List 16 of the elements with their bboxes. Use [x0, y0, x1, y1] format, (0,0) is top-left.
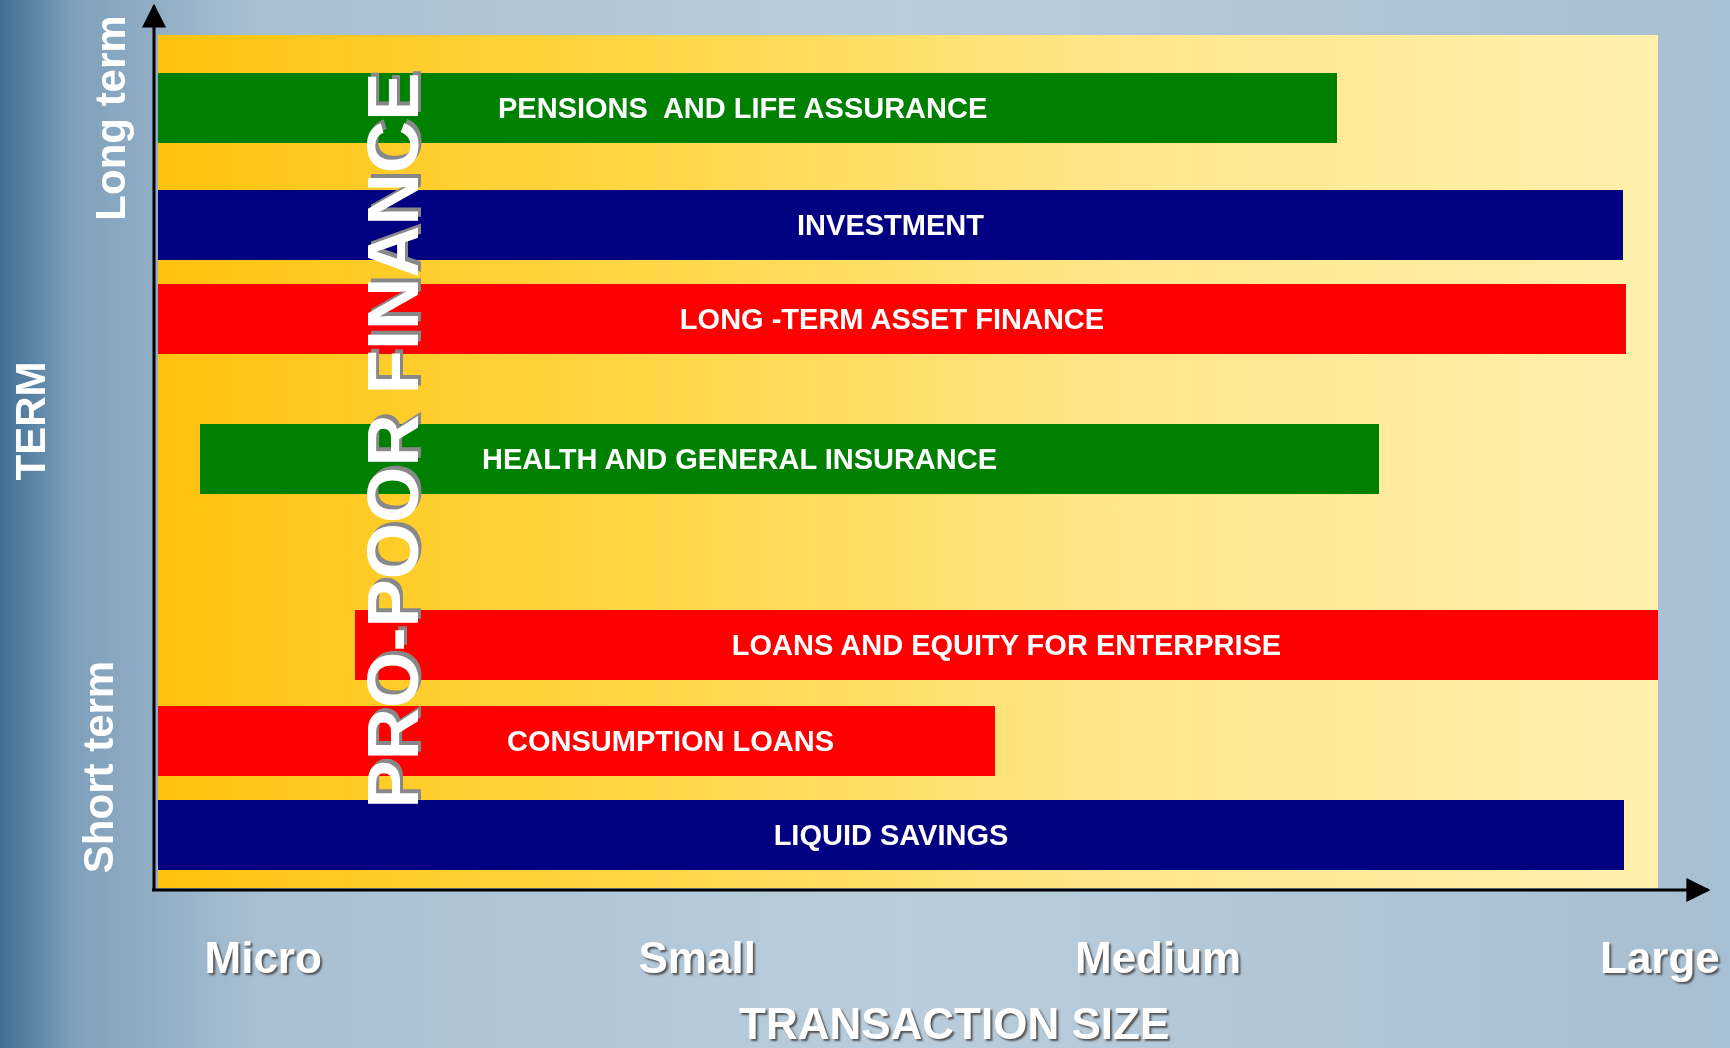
axis-title: TRANSACTION SIZE	[739, 999, 1170, 1048]
axis-label: Long term	[86, 15, 135, 221]
axis-tick-label: Micro	[204, 933, 322, 983]
vertical-banner-text: PRO-POOR FINANCE	[351, 72, 435, 808]
axis-tick-label: Small	[638, 933, 756, 983]
bar-label: LOANS AND EQUITY FOR ENTERPRISE	[731, 628, 1282, 662]
bar-label: CONSUMPTION LOANS	[507, 724, 835, 758]
axis-tick-label: Large	[1600, 933, 1720, 983]
bar-label: PENSIONS AND LIFE ASSURANCE	[498, 91, 988, 125]
bar-label: LIQUID SAVINGS	[773, 818, 1009, 852]
bar-label: HEALTH AND GENERAL INSURANCE	[482, 442, 998, 476]
axis-label: Short term	[75, 660, 124, 874]
axis-tick-label: Medium	[1075, 933, 1242, 983]
bar-label: INVESTMENT	[797, 208, 984, 242]
axis-title: TERM	[6, 361, 54, 481]
bar-label: LONG -TERM ASSET FINANCE	[679, 302, 1105, 336]
